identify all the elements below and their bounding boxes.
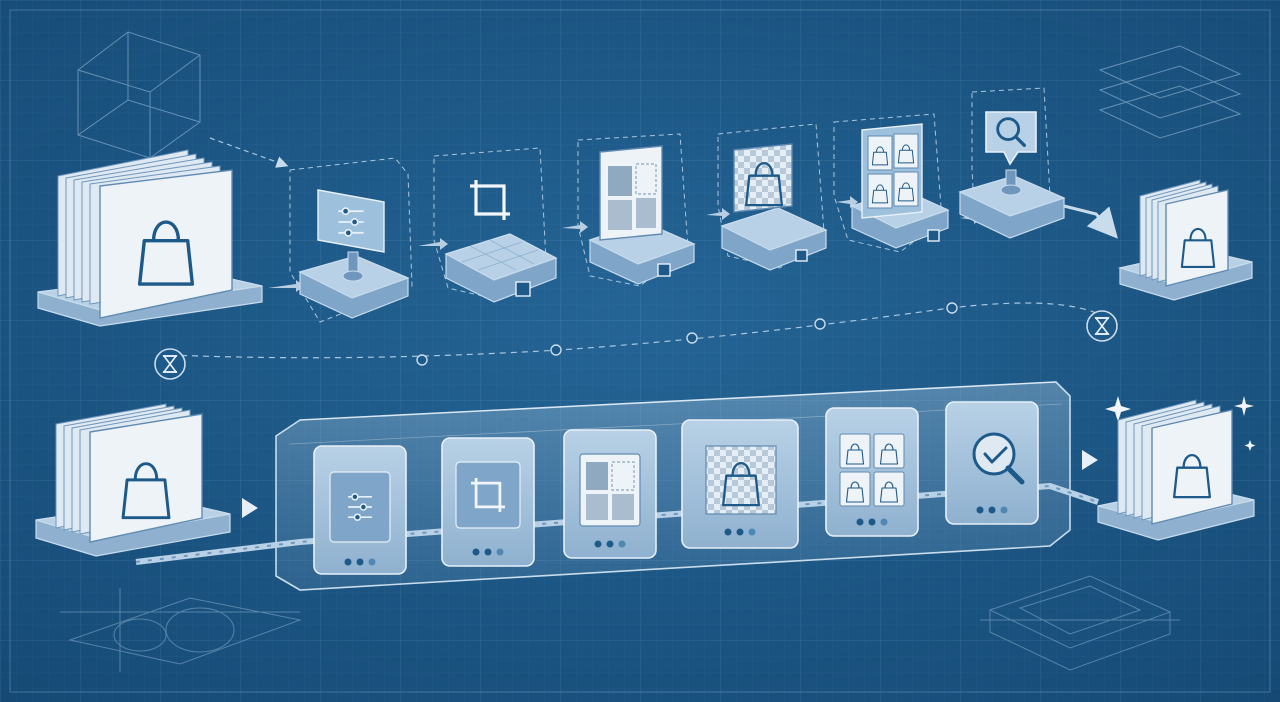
dashed-arrow <box>209 137 289 168</box>
hourglass-icon <box>154 348 186 380</box>
module-crop <box>441 437 535 567</box>
output-image-batch <box>1117 179 1253 301</box>
output-arrow <box>1063 204 1118 239</box>
stacked-layers-decoration <box>1098 45 1242 139</box>
layout-icon <box>608 163 657 230</box>
status-dots <box>344 558 376 566</box>
platform-sketch-decoration <box>980 575 1180 671</box>
module-variants <box>825 407 919 537</box>
module-background-removal <box>681 419 799 549</box>
grid-bags-icon <box>867 133 919 209</box>
station-crop <box>433 147 558 303</box>
hourglass-icon <box>1086 310 1118 342</box>
station-layout <box>577 133 696 287</box>
module-quality-check <box>945 401 1039 525</box>
status-dots <box>724 528 756 536</box>
output-image-batch <box>1097 399 1255 541</box>
blueprint-sketch-decoration <box>60 588 302 672</box>
input-image-batch <box>35 403 231 557</box>
play-arrow-icon <box>1082 450 1098 470</box>
module-adjust <box>313 445 407 575</box>
input-image-batch <box>37 149 263 327</box>
conveyor-belt <box>135 482 1099 565</box>
sequential-pipeline <box>37 87 1253 380</box>
parallel-pipeline <box>35 381 1256 591</box>
station-quality-check <box>958 87 1066 239</box>
grid-bags-icon <box>839 433 905 507</box>
station-background-removal <box>717 123 828 271</box>
timeline-nodes <box>416 302 958 366</box>
status-dots <box>856 518 888 526</box>
station-variants <box>833 113 950 253</box>
border-frame <box>9 9 1271 693</box>
status-dots <box>472 548 504 556</box>
status-dots <box>976 506 1008 514</box>
status-dots <box>594 540 626 548</box>
sparkle-icon <box>1105 396 1256 451</box>
module-layout <box>563 429 657 559</box>
layout-icon <box>586 461 635 520</box>
magnifier-check-icon <box>972 432 1025 485</box>
play-arrow-icon <box>242 498 258 518</box>
wireframe-cube-decoration <box>77 31 201 159</box>
station-adjust <box>289 157 413 323</box>
